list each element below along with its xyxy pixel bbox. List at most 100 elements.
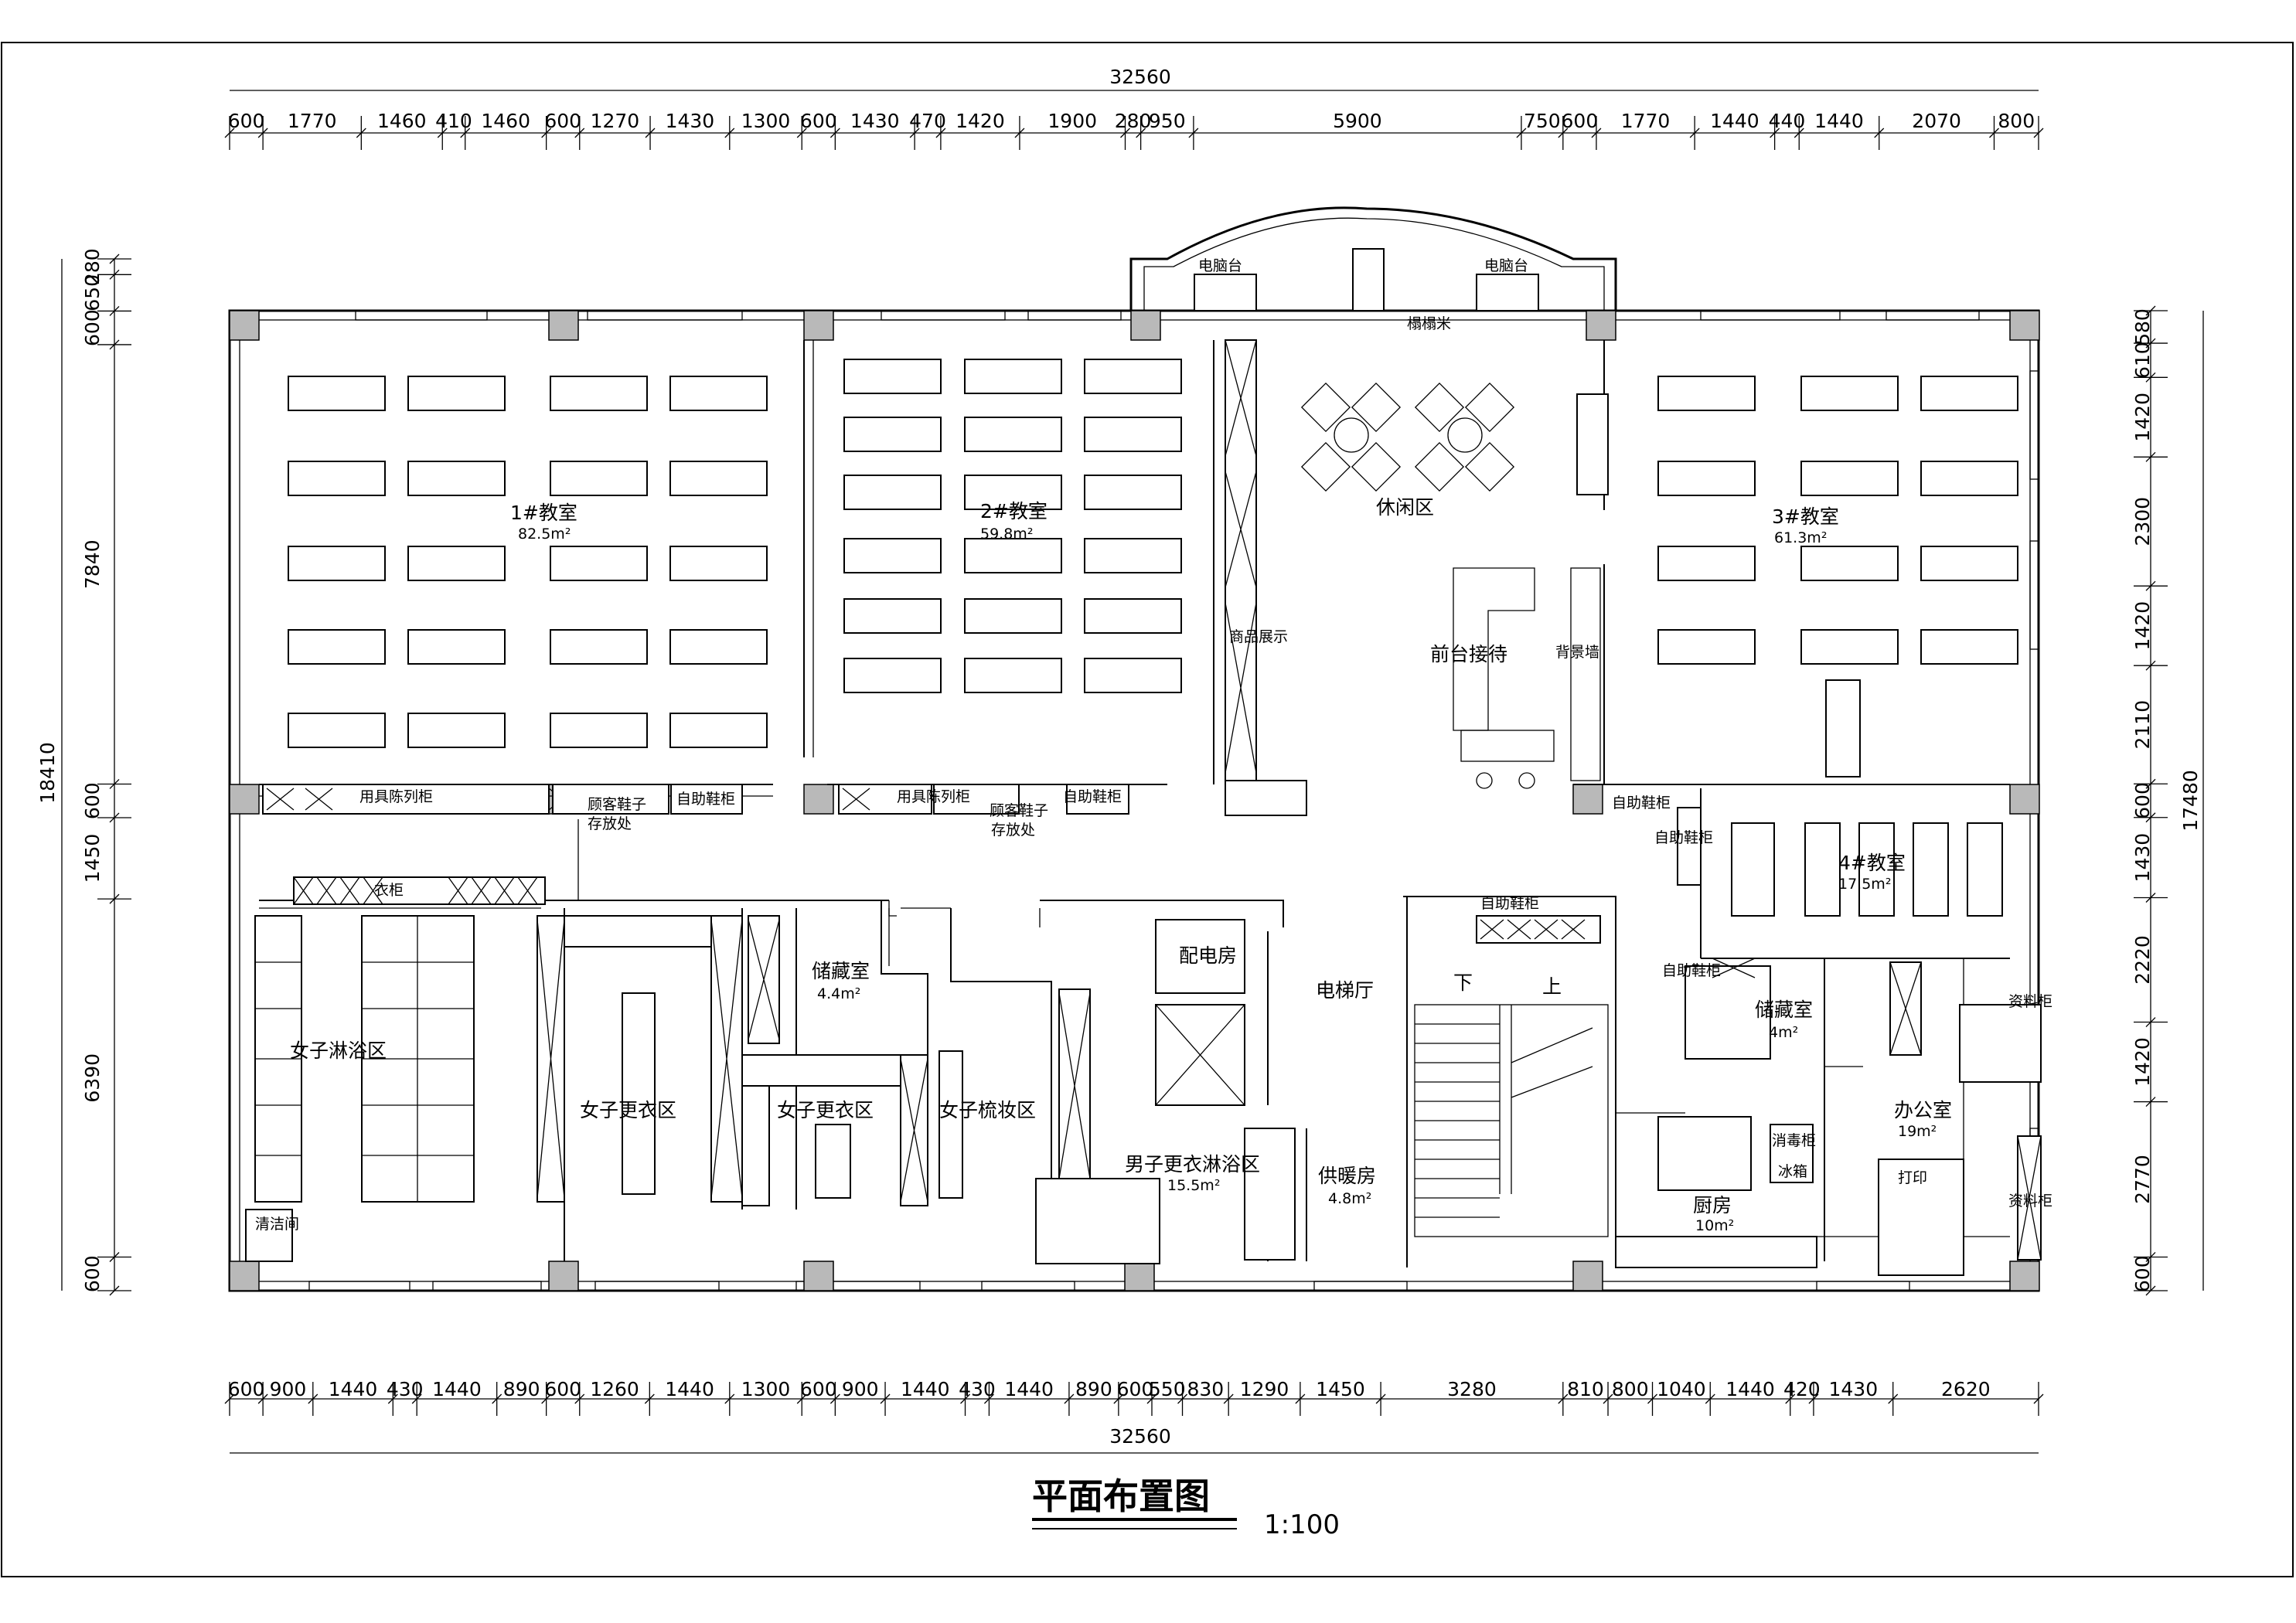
classroom-2-desk — [843, 598, 942, 634]
female-area-furniture — [245, 915, 963, 1262]
right-dimension: 580 — [2131, 308, 2154, 345]
room-label-female-change-2: 女子更衣区 — [777, 1099, 874, 1121]
classroom-1-desk — [550, 461, 648, 496]
label-backdrop: 背景墙 — [1555, 644, 1599, 661]
classroom-3-desk — [1657, 461, 1756, 496]
classroom-3-desk — [1657, 376, 1756, 411]
label-print: 打印 — [1898, 1169, 1927, 1186]
bottom-dimension: 800 — [1612, 1378, 1649, 1400]
classroom-1-desk — [407, 461, 506, 496]
bottom-dimension: 600 — [544, 1378, 581, 1400]
top-dimension: 470 — [909, 110, 946, 132]
classroom-1-desk — [669, 546, 768, 581]
classroom-3-desk — [1800, 546, 1899, 581]
classroom-1-desk — [407, 629, 506, 665]
bottom-dimension: 1450 — [1316, 1378, 1365, 1400]
room-label-heating: 供暖房 — [1318, 1165, 1376, 1187]
top-dimension: 950 — [1149, 110, 1186, 132]
classroom-1-desk — [407, 546, 506, 581]
classroom-3-desk — [1920, 376, 2018, 411]
left-dimension: 6390 — [81, 1053, 104, 1103]
right-dimension: 1420 — [2131, 1037, 2154, 1087]
classroom-1-desk — [550, 713, 648, 748]
bottom-dimension: 3280 — [1447, 1378, 1497, 1400]
top-dimension: 800 — [1998, 110, 2035, 132]
room-area-heating: 4.8m² — [1328, 1190, 1371, 1207]
classroom-2-desk — [1084, 598, 1182, 634]
classroom-3-desk — [1920, 461, 2018, 496]
room-label-classroom-2: 2#教室 — [980, 500, 1048, 522]
classroom-3-desk — [1657, 546, 1756, 581]
room-label-kitchen: 厨房 — [1693, 1194, 1732, 1216]
label-locker: 衣柜 — [374, 882, 404, 899]
label-guest-shoes-1: 顾客鞋子 — [588, 796, 646, 813]
top-dimension: 600 — [800, 110, 837, 132]
classroom-2-desk — [964, 598, 1062, 634]
label-stair-up: 上 — [1542, 975, 1562, 998]
bottom-dimension: 890 — [503, 1378, 540, 1400]
bottom-dimension: 600 — [1117, 1378, 1154, 1400]
top-dimension: 750 — [1524, 110, 1561, 132]
top-dimension: 1770 — [288, 110, 337, 132]
total-height-left-dimension: 18410 — [36, 742, 59, 804]
bottom-dimension: 1430 — [1829, 1378, 1879, 1400]
classroom-1-desk — [288, 546, 386, 581]
classroom-1-desk — [669, 713, 768, 748]
classroom-2-desk — [964, 658, 1062, 693]
top-dimension: 2070 — [1912, 110, 1961, 132]
classroom-3-desk — [1800, 376, 1899, 411]
bottom-dimension: 600 — [228, 1378, 265, 1400]
room-label-power: 配电房 — [1179, 944, 1237, 967]
classroom-2-desk — [843, 658, 942, 693]
top-dimension: 1440 — [1814, 110, 1864, 132]
label-fridge: 冰箱 — [1778, 1163, 1807, 1180]
classroom-desks — [288, 359, 2018, 777]
classroom-1-desk — [550, 376, 648, 411]
top-dimension: 440 — [1769, 110, 1806, 132]
room-label-reception: 前台接待 — [1430, 643, 1507, 665]
classroom-3-desk — [1800, 461, 1899, 496]
classroom-3-desk — [1920, 546, 2018, 581]
room-area-classroom-1: 82.5m² — [518, 526, 571, 543]
room-label-storage-1: 储藏室 — [812, 960, 870, 982]
left-dimension: 600 — [81, 782, 104, 819]
top-dimension: 1770 — [1621, 110, 1671, 132]
label-self-shoe-1: 自助鞋柜 — [676, 791, 735, 808]
label-tool-cabinet-2: 用具陈列柜 — [897, 788, 970, 805]
label-stair-down: 下 — [1453, 971, 1473, 994]
classroom-2-desk — [1084, 475, 1182, 510]
bottom-dimension: 420 — [1783, 1378, 1821, 1400]
top-dimension: 1270 — [591, 110, 640, 132]
left-dimension: 600 — [81, 1255, 104, 1292]
label-self-shoe-3: 自助鞋柜 — [1612, 794, 1671, 812]
classroom-1-desk — [669, 376, 768, 411]
classroom-2-desk — [1084, 359, 1182, 394]
bottom-dimension: 890 — [1075, 1378, 1112, 1400]
left-dimension: 650 — [81, 274, 104, 311]
drawing-border — [1, 42, 2294, 1577]
bottom-dimension: 1440 — [901, 1378, 950, 1400]
right-dimension: 1420 — [2131, 393, 2154, 442]
classroom-2-desk — [843, 538, 942, 573]
classroom-3-desk — [1800, 629, 1899, 665]
label-cleaning: 清洁间 — [255, 1216, 299, 1233]
right-dimension: 2220 — [2131, 935, 2154, 985]
classroom-1-desk — [669, 461, 768, 496]
room-label-office: 办公室 — [1894, 1099, 1952, 1121]
classroom-1-desk — [550, 546, 648, 581]
classroom-3-desk — [1825, 679, 1861, 777]
bottom-dimension: 1300 — [741, 1378, 791, 1400]
classroom-2-desk — [964, 475, 1062, 510]
drawing-title: 平面布置图 — [1032, 1475, 1210, 1517]
classroom-2-desk — [964, 359, 1062, 394]
classroom-1-desk — [550, 629, 648, 665]
top-dimension: 1460 — [377, 110, 427, 132]
label-sterilizer: 消毒柜 — [1772, 1132, 1816, 1149]
right-dimension: 2110 — [2131, 700, 2154, 750]
bottom-dimension: 1440 — [1004, 1378, 1054, 1400]
top-dimension: 1900 — [1048, 110, 1097, 132]
room-label-female-makeup: 女子梳妆区 — [939, 1099, 1036, 1121]
label-guest-shoes-2: 顾客鞋子 — [990, 802, 1048, 819]
